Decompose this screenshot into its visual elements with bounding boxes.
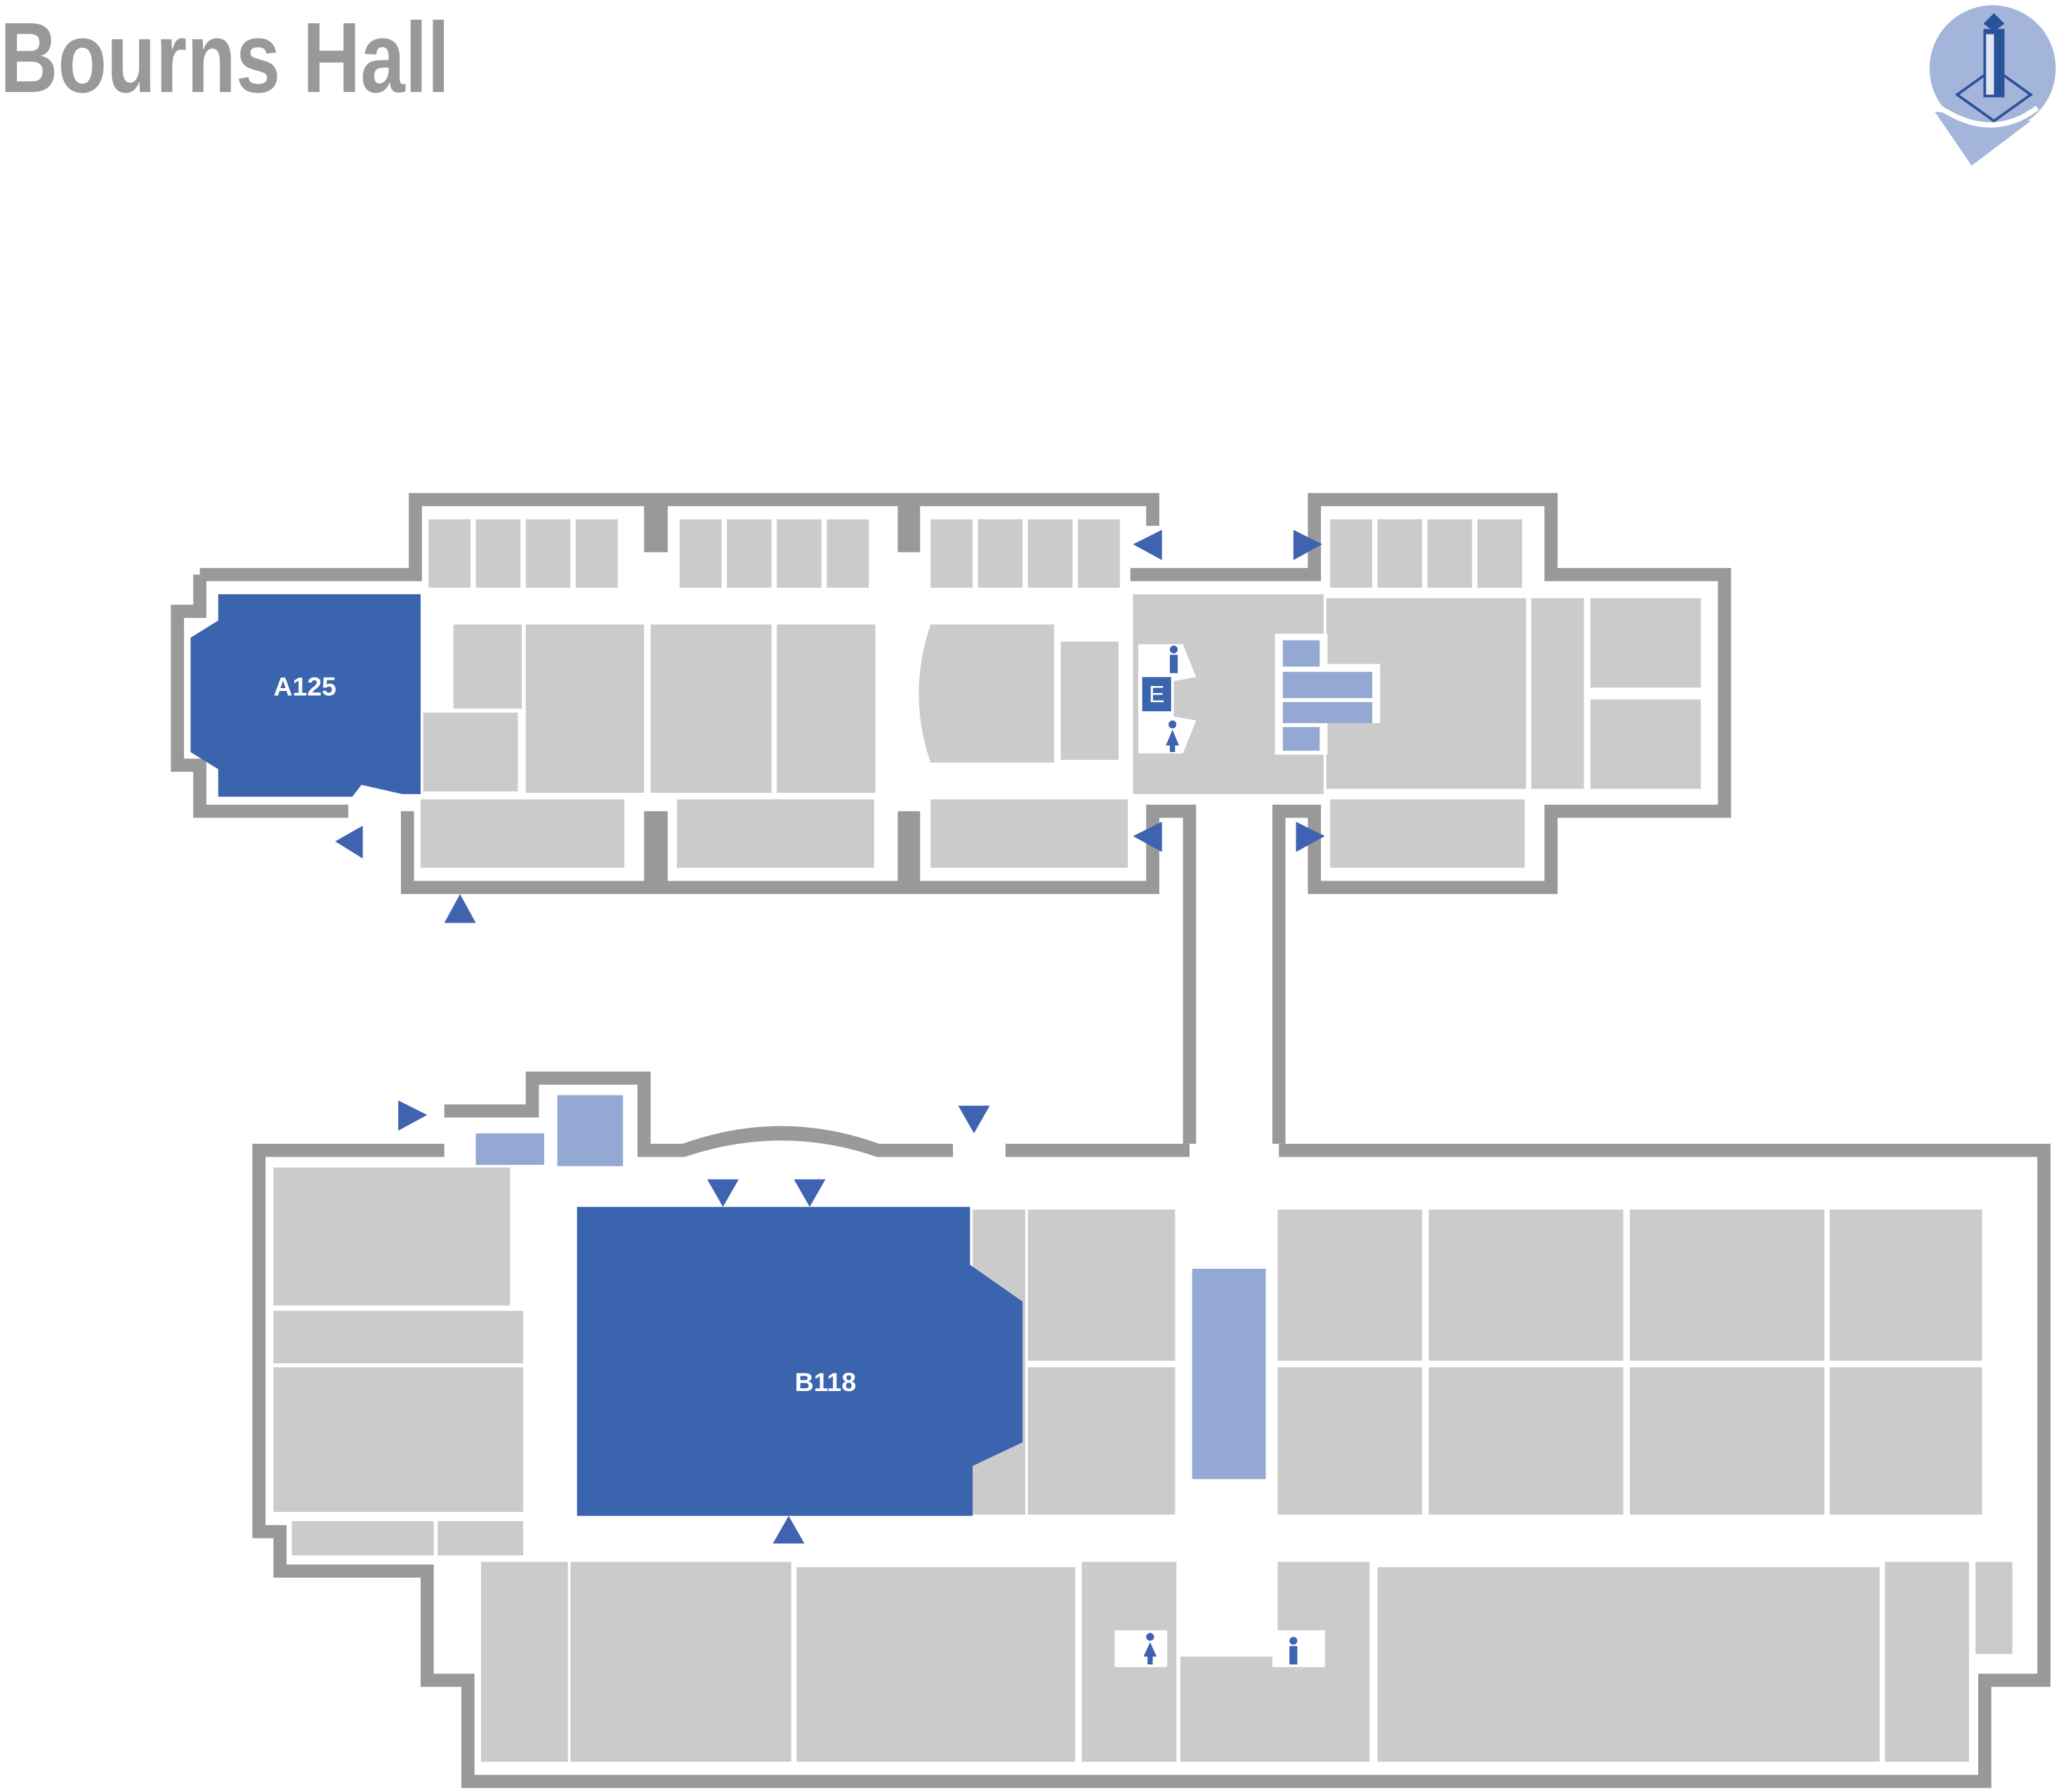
restroom-women-icon xyxy=(1166,720,1180,752)
building-a-rooms xyxy=(420,519,1701,868)
restroom-men-icon xyxy=(1169,645,1178,673)
room-label-a125: A125 xyxy=(274,671,336,701)
building-a-walls xyxy=(171,493,1732,1144)
entrance-arrow-icon xyxy=(1133,822,1162,852)
bell-tower-pin-logo xyxy=(1929,5,2056,166)
entrance-arrow-icon xyxy=(1133,529,1162,560)
building-b-rooms xyxy=(273,1167,2013,1762)
elevator-icon: E xyxy=(1142,677,1171,711)
entrance-arrow-icon xyxy=(794,1179,826,1207)
entrance-arrow-icon xyxy=(444,894,476,923)
restroom-women-icon xyxy=(1143,1633,1157,1665)
room-a125[interactable]: A125 xyxy=(190,594,421,797)
entrance-arrow-icon xyxy=(707,1179,739,1207)
room-b118[interactable]: B118 xyxy=(577,1206,1023,1516)
entrance-arrows xyxy=(335,529,1325,1544)
entrance-arrow-icon xyxy=(335,825,363,859)
entrance-arrow-icon xyxy=(958,1105,990,1133)
room-label-b118: B118 xyxy=(795,1367,856,1397)
svg-text:E: E xyxy=(1149,682,1164,708)
entrance-arrow-icon xyxy=(1293,529,1323,560)
stairs-icon xyxy=(475,640,1373,1480)
entrance-arrow-icon xyxy=(398,1100,428,1131)
building-b-walls xyxy=(252,1071,2051,1788)
entrance-arrow-icon xyxy=(772,1515,805,1544)
restroom-men-icon xyxy=(1289,1637,1298,1665)
building-title: Bourns Hall xyxy=(0,2,449,114)
entrance-arrow-icon xyxy=(1296,822,1325,852)
